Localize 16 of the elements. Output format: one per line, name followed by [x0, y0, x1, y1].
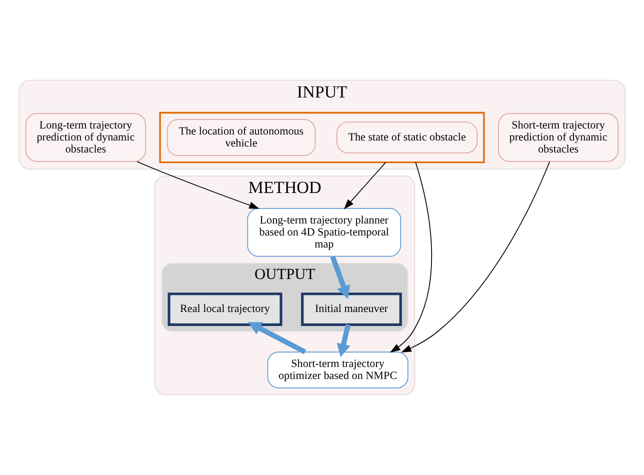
node-box: Short-term trajectory optimizer based on NMPC: [267, 352, 408, 388]
arrow: [330, 256, 350, 299]
cluster: [159, 112, 485, 164]
node-box: Real local trajectory: [168, 292, 282, 326]
node-box: The location of autonomous vehicle: [166, 119, 316, 156]
node-box: Initial maneuver: [301, 292, 402, 326]
arrow: [248, 322, 306, 354]
node-box: Long-term trajectory prediction of dynamic obstacles: [25, 113, 146, 162]
node-box: Short-term trajectory prediction of dynamic obstacles: [498, 113, 619, 162]
arrow: [401, 161, 550, 352]
arrow: [344, 162, 386, 210]
node-box: The state of static obstacle: [336, 122, 478, 154]
arrow: [136, 161, 260, 209]
arrow: [336, 324, 351, 358]
arrow: [390, 162, 432, 353]
node-box: Long-term trajectory planner based on 4D Spatio-temporal map: [247, 208, 402, 257]
